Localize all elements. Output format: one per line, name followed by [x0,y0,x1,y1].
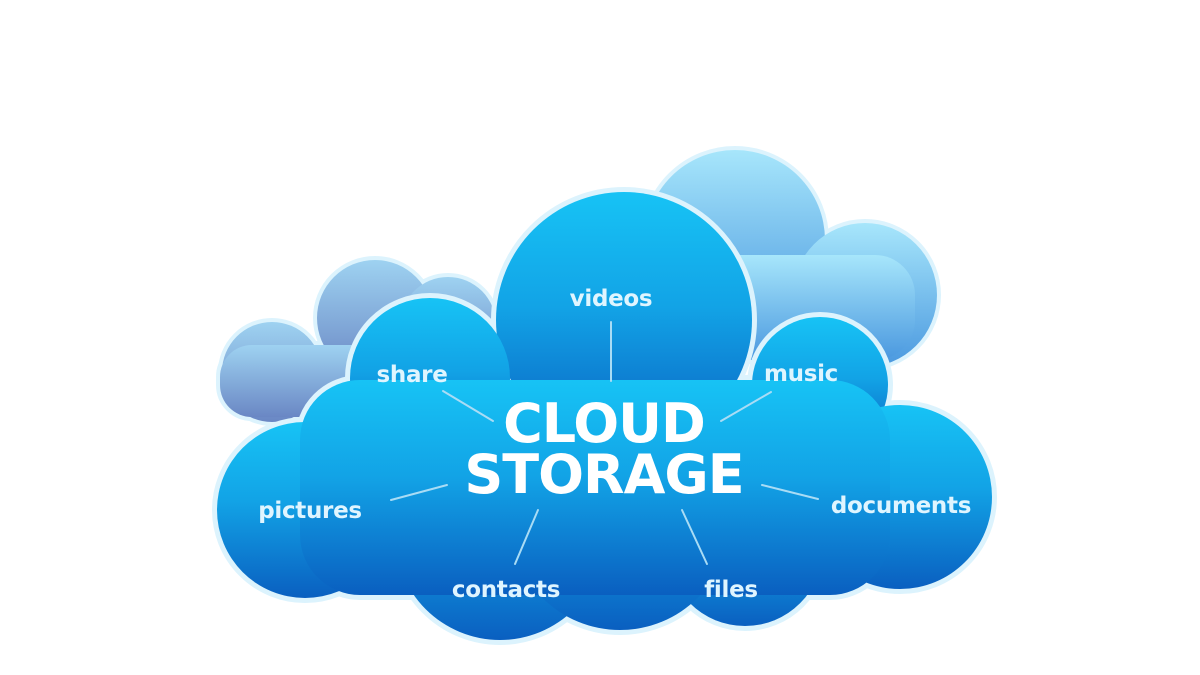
connector-pictures [390,484,448,501]
item-label-music: music [764,361,838,387]
item-label-contacts: contacts [452,577,560,603]
item-label-share: share [376,362,447,388]
connector-files [681,509,708,565]
title-line-1: CLOUD [503,392,705,455]
main-cloud [212,187,997,645]
connector-documents [761,484,819,500]
connector-share [442,390,494,422]
item-label-pictures: pictures [258,498,362,524]
item-label-files: files [704,577,758,603]
item-label-videos: videos [570,286,653,312]
connector-contacts [514,509,539,565]
connector-music [720,391,772,422]
item-label-documents: documents [831,493,971,519]
connector-lines [390,321,819,565]
title-line-2: STORAGE [464,443,743,506]
